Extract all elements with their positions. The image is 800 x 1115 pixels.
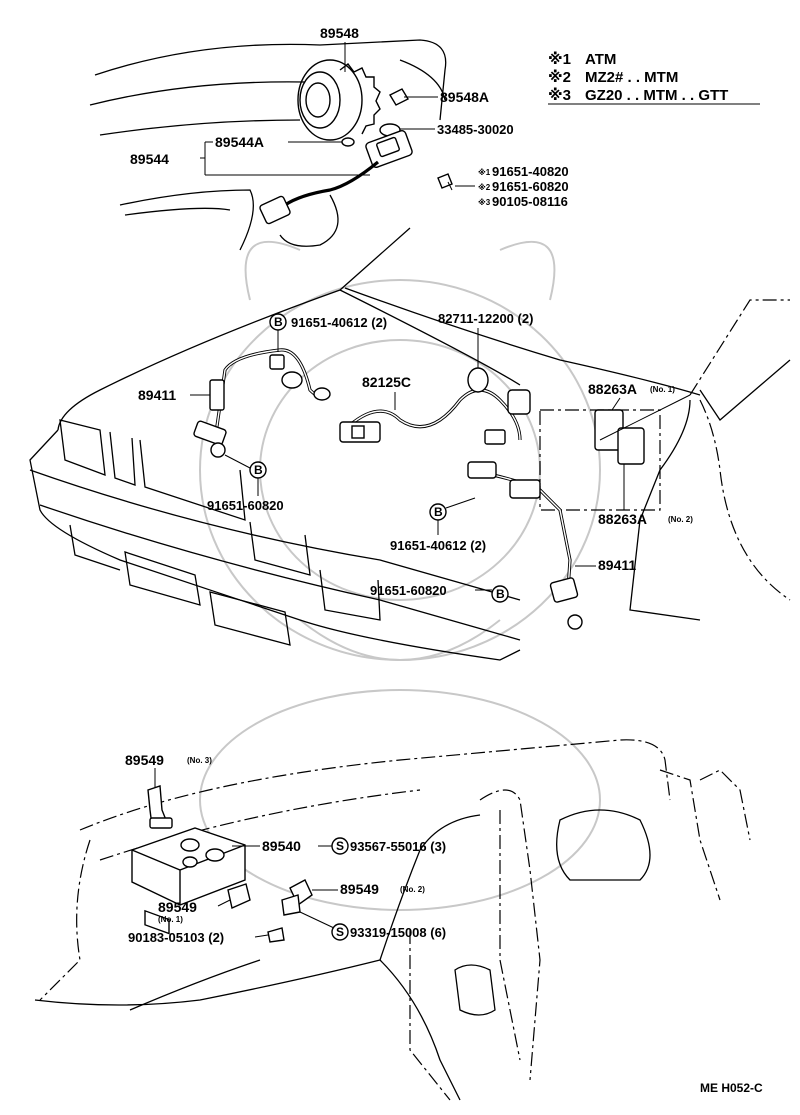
legend-text-3: GZ20 . . MTM . . GTT [585, 87, 728, 104]
label-91651-40612-mid: 91651-40612 (2) [390, 538, 486, 553]
s-marker-bottom [331, 923, 349, 941]
s-marker-top-letter: S [336, 839, 344, 853]
transmission-case [89, 39, 453, 251]
dashboard-interior [34, 739, 751, 1101]
right-wheel-sensor-89411 [549, 577, 579, 603]
label-no2: (No. 2) [668, 515, 693, 524]
legend-mark-3: ※3 [548, 86, 571, 104]
label-no3: (No. 3) [187, 756, 212, 765]
label-93567-55016: 93567-55016 (3) [350, 839, 446, 854]
bolt-variant-1-mark: ※1 [478, 167, 491, 177]
watermark-emblem [199, 240, 601, 911]
s-marker-top [331, 837, 349, 855]
label-91651-60820-left: 91651-60820 [207, 498, 284, 513]
label-89549-no2: 89549 [340, 881, 379, 897]
label-no1: (No. 1) [650, 385, 675, 394]
label-89544: 89544 [130, 151, 169, 167]
abs-wiring-harness [193, 348, 645, 630]
retainer-89548a [389, 88, 409, 106]
label-89548: 89548 [320, 25, 359, 41]
label-82125c: 82125C [362, 374, 411, 390]
clamp-82711 [467, 367, 489, 393]
b-marker-bottom-letter: B [496, 587, 505, 601]
label-no2-bottom: (No. 2) [400, 885, 425, 894]
s-marker-bottom-letter: S [336, 925, 344, 939]
label-91651-40612-top: 91651-40612 (2) [291, 315, 387, 330]
b-marker-left-letter: B [254, 463, 263, 477]
sensor-connector [259, 195, 291, 225]
legend-text-2: MZ2# . . MTM [585, 69, 678, 86]
bolt-icon [437, 173, 453, 189]
left-wheel-sensor-89411 [209, 379, 225, 411]
label-89411-right: 89411 [598, 557, 636, 573]
bolt-variants: ※1 91651-40820 ※2 91651-60820 ※3 90105-0… [455, 164, 569, 209]
label-no1-bottom: (No. 1) [158, 915, 183, 924]
diagram-reference: ME H052-C [700, 1081, 763, 1095]
bolt-variant-2-mark: ※2 [478, 182, 491, 192]
label-90105-08116: 90105-08116 [492, 194, 568, 209]
relay-88263a-no2 [617, 427, 645, 465]
label-88263a-no2: 88263A [598, 511, 647, 527]
label-91651-60820-top: 91651-60820 [492, 179, 569, 194]
label-89548a: 89548A [440, 89, 489, 105]
label-89549-no3: 89549 [125, 752, 164, 768]
label-93319-15008: 93319-15008 (6) [350, 925, 446, 940]
legend-mark-2: ※2 [548, 68, 571, 86]
label-82711-12200: 82711-12200 (2) [438, 311, 533, 326]
legend-mark-1: ※1 [548, 50, 571, 68]
label-89549-no1: 89549 [158, 899, 197, 915]
b-marker-mid-letter: B [434, 505, 443, 519]
bracket-89549-no1 [227, 883, 251, 909]
legend: ※1 ATM ※2 MZ2# . . MTM ※3 GZ20 . . MTM .… [548, 50, 760, 105]
label-89411-left: 89411 [138, 387, 176, 403]
label-90183-05103: 90183-05103 (2) [128, 930, 224, 945]
b-marker-top-letter: B [274, 315, 283, 329]
label-89544a: 89544A [215, 134, 264, 150]
legend-text-1: ATM [585, 51, 616, 68]
label-88263a-no1: 88263A [588, 381, 637, 397]
o-ring-89544a [341, 137, 355, 147]
label-91651-60820-bottom: 91651-60820 [370, 583, 447, 598]
label-91651-40820: 91651-40820 [492, 164, 569, 179]
bolt-variant-3-mark: ※3 [478, 197, 491, 207]
label-33485-30020: 33485-30020 [437, 122, 514, 137]
abs-ecu-assembly [131, 785, 313, 943]
label-89540: 89540 [262, 838, 301, 854]
b-marker-bottom [491, 585, 509, 603]
nut-90183 [267, 927, 285, 943]
